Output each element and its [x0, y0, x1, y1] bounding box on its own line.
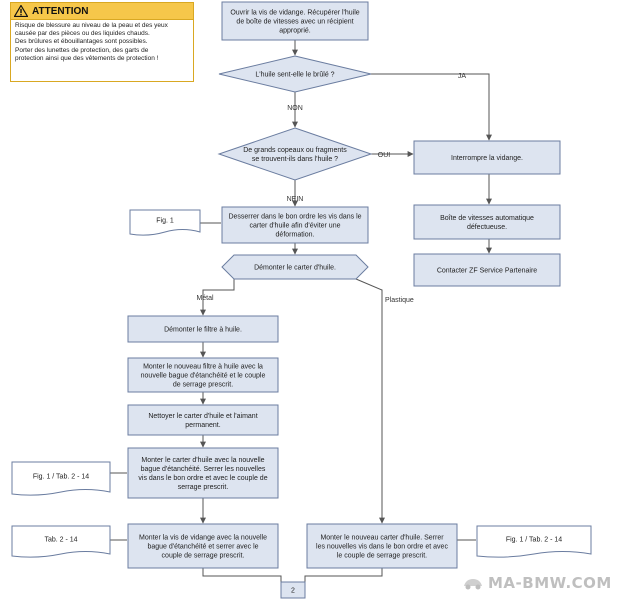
decision-d1: L'huile sent-elle le brûlé ?	[218, 55, 372, 93]
reference-text: Fig. 1	[156, 217, 174, 224]
step-text: Monter la vis de vidange avec la nouvell…	[139, 534, 267, 559]
reference-text: Fig. 1 / Tab. 2 - 14	[33, 473, 89, 480]
connector-ja	[371, 73, 492, 141]
process-box	[413, 253, 561, 287]
warning-line: Risque de blessure au niveau de la peau …	[15, 22, 168, 29]
car-logo-icon	[464, 579, 482, 590]
watermark: MA-BMW.COM	[462, 570, 622, 596]
reference-doc1: Fig. 1	[129, 209, 201, 236]
label-plastique: Plastique	[385, 297, 414, 304]
warning-line: Porter des lunettes de protection, des g…	[15, 46, 149, 54]
warning-header: ATTENTION	[11, 3, 193, 19]
flowchart-nodes: Démonter le carter d'huile. Ouvrir la vis…	[11, 1, 592, 599]
label-nein: NEIN	[287, 196, 304, 203]
reference-doc2: Fig. 1 / Tab. 2 - 14	[11, 461, 111, 496]
label-ja: JA	[458, 73, 467, 80]
label-non: NON	[287, 105, 303, 112]
step-text: Monter le carter d'huile avec la nouvell…	[138, 457, 267, 491]
step-text: Démonter le filtre à huile.	[164, 326, 242, 333]
step-text: Monter le nouveau filtre à huile avec la…	[141, 363, 266, 388]
reference-doc3: Tab. 2 - 14	[11, 525, 111, 558]
process-box	[127, 447, 279, 499]
branch-labels: JA NON OUI NEIN Métal Plastique	[196, 73, 466, 304]
connector-plastique	[355, 278, 385, 524]
document-shape	[11, 525, 111, 558]
connector	[202, 568, 282, 589]
connector-metal	[200, 279, 235, 316]
step-s2: Desserrer dans le bon ordre les vis dans…	[221, 206, 369, 244]
step-s1: Ouvrir la vis de vidange. Récupérer l'hu…	[221, 1, 369, 41]
process-box	[280, 581, 306, 599]
decision-text: L'huile sent-elle le brûlé ?	[255, 71, 334, 78]
process-box	[127, 315, 279, 343]
step-text: 2	[291, 587, 295, 594]
preparation-shape	[221, 254, 369, 280]
document-shape	[129, 209, 201, 236]
process-box	[127, 357, 279, 393]
step-text: Contacter ZF Service Partenaire	[437, 267, 537, 274]
label-oui: OUI	[378, 152, 391, 159]
warning-line: causée par des pièces ou des liquides ch…	[15, 30, 150, 38]
step-p1: Monter le nouveau carter d'huile. Serrer…	[306, 523, 458, 569]
step-s3: Démonter le carter d'huile.	[221, 254, 369, 280]
step-text: Ouvrir la vis de vidange. Récupérer l'hu…	[230, 9, 359, 34]
reference-doc4: Fig. 1 / Tab. 2 - 14	[476, 525, 592, 558]
step-m1: Démonter le filtre à huile.	[127, 315, 279, 343]
step-m4: Monter le carter d'huile avec la nouvell…	[127, 447, 279, 499]
step-m5: Monter la vis de vidange avec la nouvell…	[127, 523, 279, 569]
process-box	[127, 404, 279, 436]
reference-text: Fig. 1 / Tab. 2 - 14	[506, 536, 562, 543]
connector	[304, 568, 383, 589]
warning-box: ATTENTION Risque de blessure au niveau d…	[10, 2, 194, 82]
step-text: Desserrer dans le bon ordre les vis dans…	[228, 213, 361, 238]
process-box	[413, 140, 561, 175]
step-text: Démonter le carter d'huile.	[254, 264, 336, 271]
document-shape	[476, 525, 592, 558]
step-text: Monter le nouveau carter d'huile. Serrer…	[316, 534, 448, 559]
step-text: Interrompre la vidange.	[451, 155, 523, 162]
warning-triangle-icon	[14, 5, 28, 17]
decision-diamond	[218, 55, 372, 93]
connector-lines	[110, 40, 492, 589]
process-box	[221, 206, 369, 244]
warning-title: ATTENTION	[32, 5, 89, 17]
decision-diamond	[217, 127, 373, 181]
step-r3: Contacter ZF Service Partenaire	[413, 253, 561, 287]
step-end: 2	[280, 581, 306, 599]
document-shape	[11, 461, 111, 496]
label-metal: Métal	[196, 295, 214, 302]
watermark-text: MA-BMW.COM	[488, 574, 612, 592]
process-box	[306, 523, 458, 569]
warning-line: protection ainsi que des vêtements de pr…	[15, 54, 159, 62]
process-box	[127, 523, 279, 569]
process-box	[413, 204, 561, 240]
reference-text: Tab. 2 - 14	[44, 536, 77, 543]
warning-line: Des brûlures et ébouillantages sont poss…	[15, 38, 148, 46]
step-r1: Interrompre la vidange.	[413, 140, 561, 175]
process-box	[221, 1, 369, 41]
step-m2: Monter le nouveau filtre à huile avec la…	[127, 357, 279, 393]
warning-text: Risque de blessure au niveau de la peau …	[11, 19, 193, 81]
